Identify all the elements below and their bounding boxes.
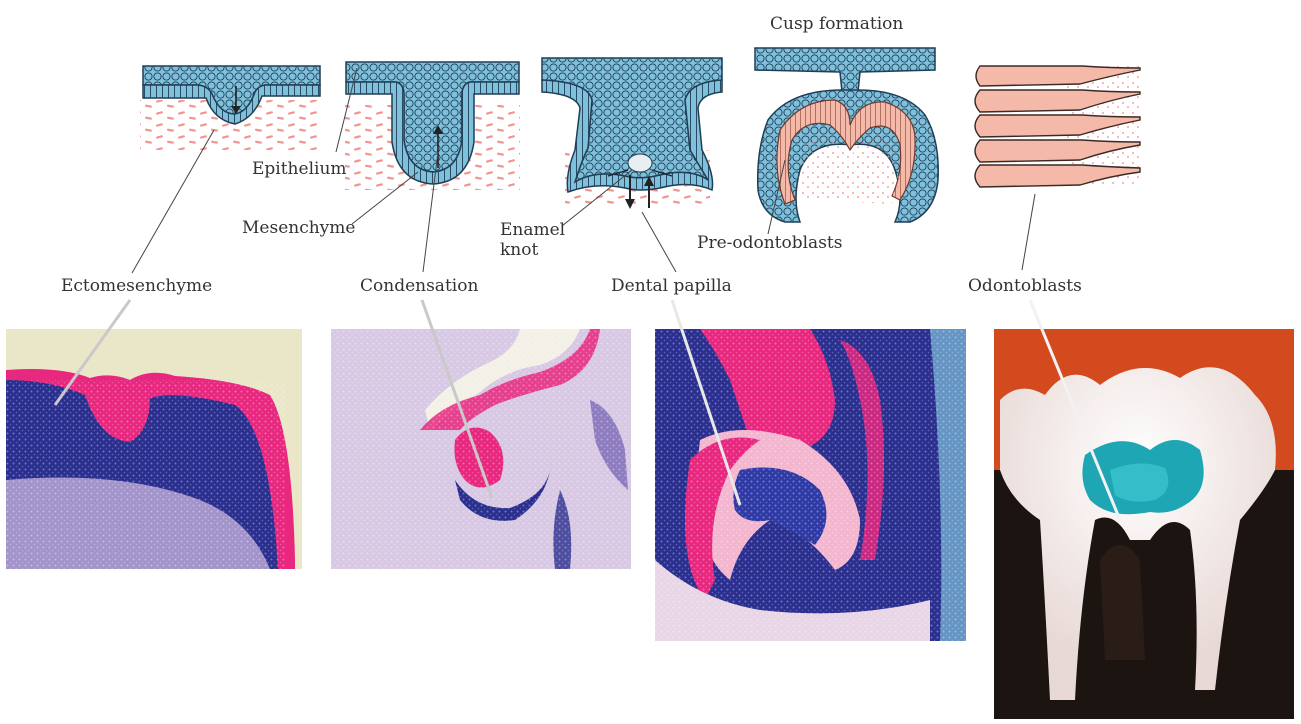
photo-ectomesenchyme: [6, 329, 302, 569]
drawing-stage-1: [140, 66, 320, 150]
photo-condensation: [331, 329, 631, 569]
leader-dental-papilla-top: [642, 212, 676, 272]
photo-2-texture: [331, 329, 631, 569]
label-dental-papilla: Dental papilla: [611, 276, 732, 296]
drawing-stage-5: [975, 65, 1140, 187]
enamel-knot-shape: [628, 154, 652, 172]
label-mesenchyme: Mesenchyme: [242, 218, 355, 238]
photo-odontoblasts: [994, 329, 1294, 719]
drawing-stage-2: [345, 62, 520, 190]
label-epithelium: Epithelium: [252, 159, 347, 179]
leader-odontoblasts-top: [1022, 194, 1035, 270]
photo-4-root-shadow: [1100, 545, 1145, 660]
drawing-stage-3: [542, 58, 722, 209]
photo-1-texture: [6, 380, 286, 569]
label-pre-odontoblasts: Pre-odontoblasts: [697, 233, 842, 253]
leader-ectomesenchyme-top: [132, 130, 214, 273]
epithelium-shape-4: [755, 48, 935, 92]
photo-4-cyan-highlight: [1110, 463, 1168, 501]
label-enamel-knot: Enamel knot: [500, 220, 565, 260]
drawing-stage-4: [755, 48, 938, 222]
label-ectomesenchyme: Ectomesenchyme: [61, 276, 212, 296]
label-cusp-formation: Cusp formation: [770, 14, 903, 34]
photo-3-texture: [655, 329, 966, 641]
label-condensation: Condensation: [360, 276, 478, 296]
label-odontoblasts: Odontoblasts: [968, 276, 1082, 296]
photo-dental-papilla: [655, 329, 966, 641]
